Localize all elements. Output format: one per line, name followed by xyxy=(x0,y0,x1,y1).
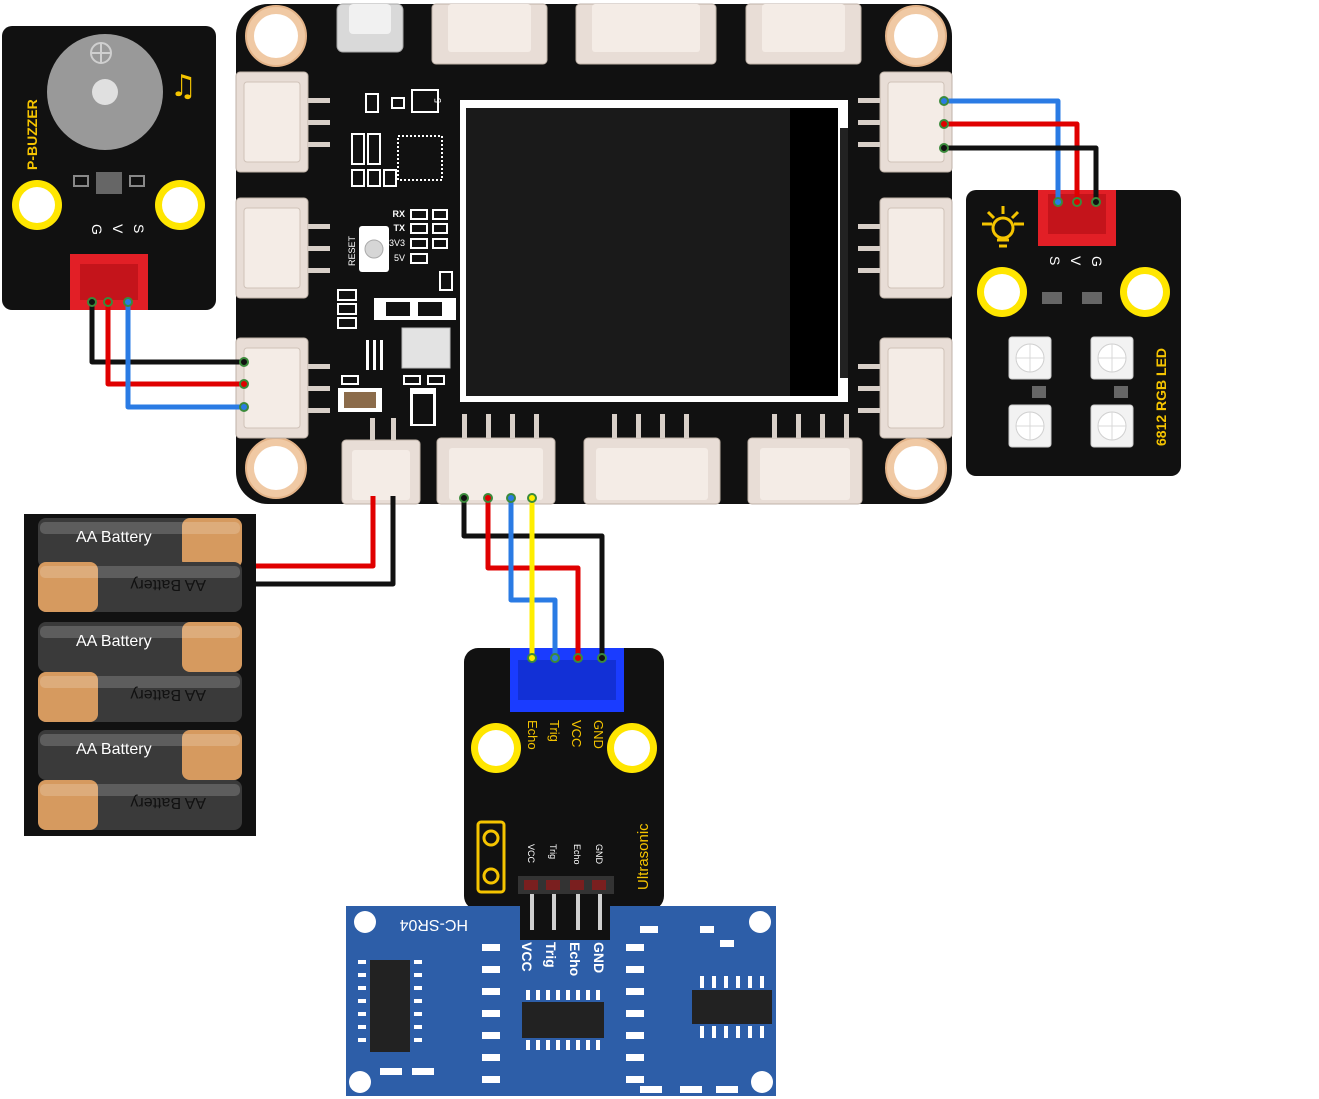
wire-vcc xyxy=(944,121,1080,202)
port-connector xyxy=(575,3,717,65)
mount-hole xyxy=(471,723,521,773)
buzzer-pin-v: V xyxy=(110,224,126,234)
rgb-pin-s: S xyxy=(1047,256,1063,265)
us-bottom-pin-echo: Echo xyxy=(572,844,582,865)
ic-small xyxy=(366,340,383,370)
us-pin-gnd: GND xyxy=(591,720,606,749)
mount-hole xyxy=(1120,267,1170,317)
transistor xyxy=(96,172,122,194)
us-pin-echo: Echo xyxy=(525,720,540,750)
rgb-led-title: 6812 RGB LED xyxy=(1153,348,1169,446)
mount-hole xyxy=(155,180,205,230)
hc-pin-echo: Echo xyxy=(567,942,583,976)
us-bottom-pin-trig: Trig xyxy=(548,844,558,859)
ultrasonic-module: Echo Trig VCC GND VCC Trig Echo GND Ultr… xyxy=(464,648,664,910)
female-header xyxy=(518,876,614,894)
battery-cell: AA Battery xyxy=(38,730,242,780)
led-label-5v: 5V xyxy=(394,253,405,263)
mount-hole xyxy=(12,180,62,230)
battery-cell: AA Battery xyxy=(38,562,242,612)
mount-hole xyxy=(977,267,1027,317)
rgb-pin-v: V xyxy=(1068,256,1084,266)
wire-ends xyxy=(87,96,1101,663)
led-label-3v3: 3V3 xyxy=(389,238,405,248)
port-connector xyxy=(431,3,548,65)
hcsr04-pin-header xyxy=(520,894,610,940)
wire-battery-negative xyxy=(256,496,396,587)
wires xyxy=(89,98,1099,658)
hcsr04-title: HC-SR04 xyxy=(399,916,468,933)
mount-hole xyxy=(607,723,657,773)
mount-hole xyxy=(245,437,307,499)
rgb-led-chip xyxy=(1090,336,1134,380)
ultrasonic-bottom-pin-labels: VCC Trig Echo GND xyxy=(526,844,604,865)
port-connector xyxy=(747,414,863,505)
main-board: RESET RX TX 3V3 5V 5 xyxy=(235,3,953,505)
battery-label: AA Battery xyxy=(76,741,152,758)
ultrasonic-top-pin-labels: Echo Trig VCC GND xyxy=(525,720,606,750)
wire-signal xyxy=(125,302,244,410)
smd-components xyxy=(337,89,453,385)
battery-cell: AA Battery xyxy=(38,780,242,830)
battery-label: AA Battery xyxy=(130,794,206,811)
us-bottom-pin-vcc: VCC xyxy=(526,844,536,864)
mount-hole xyxy=(885,437,947,499)
port-connector xyxy=(583,414,721,505)
us-bottom-pin-gnd: GND xyxy=(594,844,604,865)
wire-gnd xyxy=(89,302,244,365)
battery-cell: AA Battery xyxy=(38,672,242,722)
hc-pin-gnd: GND xyxy=(591,942,607,973)
ic-mark: 5 xyxy=(433,98,443,103)
led-label-rx: RX xyxy=(392,209,405,219)
rgb-led-chip xyxy=(1008,404,1052,448)
plus-icon xyxy=(90,42,112,64)
rgb-led-module: S V G 6812 RGB LED xyxy=(966,190,1181,476)
wire-battery-positive xyxy=(256,496,376,569)
regulator xyxy=(401,327,451,369)
ultrasonic-title: Ultrasonic xyxy=(635,823,652,890)
mount-hole xyxy=(885,5,947,67)
battery-label: AA Battery xyxy=(76,529,152,546)
battery-cell: AA Battery xyxy=(38,518,242,568)
buzzer-pin-s: S xyxy=(131,224,147,233)
hc-pin-vcc: VCC xyxy=(519,942,535,972)
hcsr04-module: HC-SR04 VCC Trig Echo GND xyxy=(346,894,776,1096)
rgb-led-chip xyxy=(1090,404,1134,448)
buzzer-pin-g: G xyxy=(89,224,105,235)
music-note-icon: ♫ xyxy=(170,69,197,104)
lcd-screen xyxy=(460,100,848,402)
battery-label: AA Battery xyxy=(76,633,152,650)
buzzer-title: P-BUZZER xyxy=(24,99,40,170)
wire-gnd xyxy=(944,145,1099,202)
port-connector xyxy=(745,3,862,65)
hc-pin-trig: Trig xyxy=(543,942,559,968)
battery-label: AA Battery xyxy=(130,576,206,593)
wire-signal xyxy=(944,98,1061,202)
light-bulb-icon xyxy=(982,206,1024,248)
mcu-chip xyxy=(397,135,443,181)
led-label-tx: TX xyxy=(393,223,405,233)
reset-button[interactable]: RESET xyxy=(347,226,389,272)
power-connector xyxy=(341,418,421,505)
battery-label: AA Battery xyxy=(130,686,206,703)
jumper-pads xyxy=(476,820,506,894)
reset-label: RESET xyxy=(347,235,357,266)
battery-pack: AA Battery AA Battery AA Battery AA Battery… xyxy=(24,514,256,836)
wire-vcc xyxy=(105,302,244,387)
rgb-pin-g: G xyxy=(1089,256,1105,267)
mount-hole xyxy=(245,5,307,67)
hcsr04-ic xyxy=(370,960,772,1052)
buzzer-module: P-BUZZER ♫ G V S xyxy=(2,26,216,310)
status-led-labels: RX TX 3V3 5V xyxy=(389,209,405,263)
battery-cell: AA Battery xyxy=(38,622,242,672)
rgb-led-chip xyxy=(1008,336,1052,380)
us-pin-trig: Trig xyxy=(547,720,562,742)
svg-text:♫: ♫ xyxy=(170,69,197,104)
us-pin-vcc: VCC xyxy=(569,720,584,747)
port-connector xyxy=(436,414,556,505)
